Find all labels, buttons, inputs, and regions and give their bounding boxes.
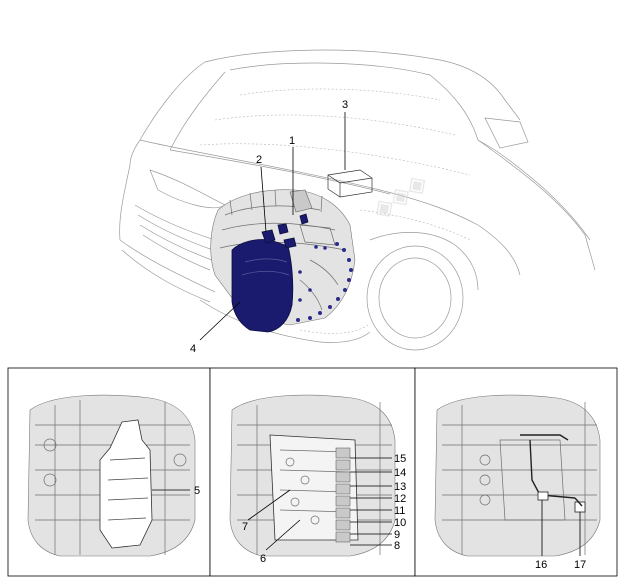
car-outline: [119, 49, 596, 351]
callout-12: 12: [394, 493, 406, 505]
output-speed-sensor: [299, 213, 309, 225]
panel-left-drawing: [27, 394, 196, 557]
callout-4: 4: [190, 343, 196, 355]
callout-17: 17: [574, 559, 586, 571]
callout-9: 9: [394, 529, 400, 541]
top-leader-lines: [199, 112, 346, 341]
callout-6: 6: [260, 553, 266, 565]
callout-10: 10: [394, 517, 406, 529]
right-leader-lines: [541, 500, 581, 556]
valve-body-cover: [231, 239, 294, 333]
callout-2: 2: [256, 154, 262, 166]
callout-13: 13: [394, 481, 406, 493]
input-speed-sensor: [261, 229, 276, 244]
callout-16: 16: [535, 559, 547, 571]
callout-7: 7: [242, 521, 248, 533]
transmission-assembly: [210, 189, 356, 333]
callout-15: 15: [394, 453, 406, 465]
panel-right-drawing: [434, 394, 601, 557]
panel-middle-drawing: [229, 394, 396, 557]
callout-14: 14: [394, 467, 406, 479]
oil-pan-gasket: [99, 419, 153, 549]
callout-8: 8: [394, 540, 400, 552]
middle-leader-lines: [247, 457, 392, 551]
callout-1: 1: [289, 135, 295, 147]
callout-3: 3: [342, 99, 348, 111]
solenoid-valve-stack: [335, 447, 351, 543]
valve-body-bolts: [296, 242, 353, 322]
callout-5: 5: [194, 485, 200, 497]
callout-11: 11: [394, 505, 405, 517]
transmission-control-module: [327, 169, 373, 198]
